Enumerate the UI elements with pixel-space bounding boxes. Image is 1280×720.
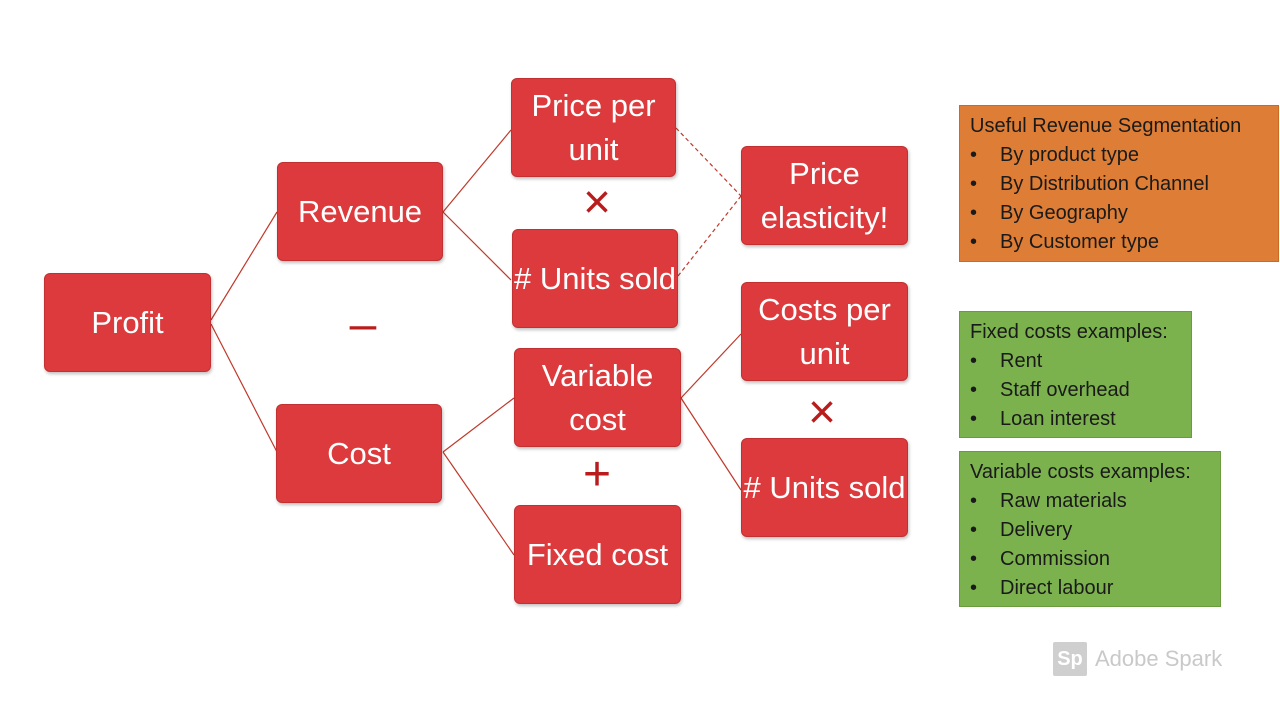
variable-costs-panel: Variable costs examples: Raw materials D…: [959, 451, 1221, 607]
variable-costs-list: Raw materials Delivery Commission Direct…: [970, 487, 1210, 603]
revenue-segmentation-title: Useful Revenue Segmentation: [970, 115, 1242, 137]
fixed-costs-list: Rent Staff overhead Loan interest: [970, 347, 1181, 434]
plus-operator: +: [582, 448, 612, 501]
list-item: Staff overhead: [970, 376, 1181, 405]
watermark-text: Adobe Spark: [1095, 646, 1223, 671]
list-item: By Customer type: [970, 228, 1268, 257]
connector-price-elasticity: [675, 127, 742, 197]
costs-per-unit-node: Costs per unit: [741, 282, 908, 381]
profit-node: Profit: [44, 273, 211, 372]
connector-revenue-price: [442, 129, 512, 213]
times-operator-variable: ×: [807, 386, 837, 439]
list-item: Raw materials: [970, 487, 1210, 516]
list-item: Loan interest: [970, 405, 1181, 434]
connector-units-elasticity: [677, 195, 742, 277]
units-sold-bottom-node: # Units sold: [741, 438, 908, 537]
price-elasticity-node: Price elasticity!: [741, 146, 908, 245]
cost-node: Cost: [276, 404, 442, 503]
connector-profit-cost: [210, 323, 278, 453]
connector-revenue-units: [442, 211, 512, 281]
list-item: By Distribution Channel: [970, 170, 1268, 199]
revenue-segmentation-panel: Useful Revenue Segmentation By product t…: [959, 105, 1279, 262]
list-item: Direct labour: [970, 574, 1210, 603]
list-item: Commission: [970, 545, 1210, 574]
adobe-spark-logo-icon: Sp: [1053, 642, 1087, 676]
fixed-costs-panel: Fixed costs examples: Rent Staff overhea…: [959, 311, 1192, 438]
connector-variable-costsperunit: [680, 333, 742, 399]
revenue-segmentation-list: By product type By Distribution Channel …: [970, 141, 1268, 257]
list-item: By Geography: [970, 199, 1268, 228]
fixed-cost-node: Fixed cost: [514, 505, 681, 604]
connector-variable-unitssold: [680, 397, 742, 491]
times-operator-revenue: ×: [582, 176, 612, 229]
revenue-node: Revenue: [277, 162, 443, 261]
variable-costs-title: Variable costs examples:: [970, 461, 1191, 483]
connector-cost-variable: [442, 397, 515, 453]
fixed-costs-title: Fixed costs examples:: [970, 321, 1168, 343]
list-item: Rent: [970, 347, 1181, 376]
connector-cost-fixed: [442, 451, 515, 556]
price-per-unit-node: Price per unit: [511, 78, 676, 177]
list-item: Delivery: [970, 516, 1210, 545]
connector-profit-revenue: [210, 211, 278, 321]
units-sold-top-node: # Units sold: [512, 229, 678, 328]
variable-cost-node: Variable cost: [514, 348, 681, 447]
list-item: By product type: [970, 141, 1268, 170]
minus-operator: –: [349, 298, 377, 351]
adobe-spark-watermark: Sp Adobe Spark: [1053, 642, 1222, 676]
